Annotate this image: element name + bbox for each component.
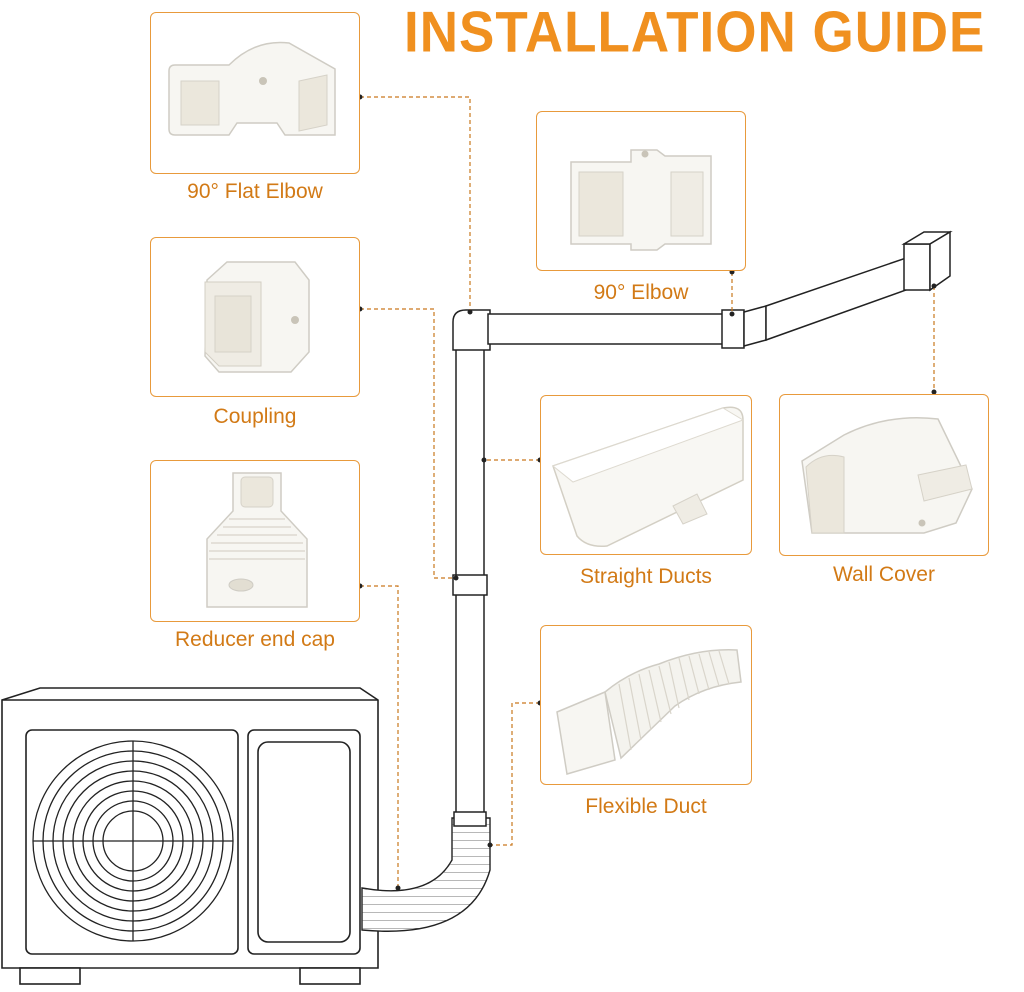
coupling-icon [204, 261, 310, 373]
coupling-label: Coupling [213, 405, 297, 428]
flexible-duct-label: Flexible Duct [585, 795, 707, 818]
elbow-label: 90° Elbow [593, 281, 689, 304]
coupling-card [150, 237, 360, 397]
flexible-duct-icon [556, 649, 742, 775]
reducer-icon [206, 472, 308, 608]
vertical-duct [452, 339, 488, 827]
page-title: INSTALLATION GUIDE [404, 0, 986, 65]
horizontal-duct [487, 230, 953, 349]
straight-duct-icon [551, 406, 745, 548]
wall-cover-label: Wall Cover [833, 563, 935, 586]
flat-elbow-card [150, 12, 360, 174]
straight-ducts-label: Straight Ducts [580, 565, 712, 588]
flat-elbow-label: 90° Flat Elbow [187, 180, 323, 203]
elbow-card [536, 111, 746, 271]
wall-cover-card [779, 394, 989, 556]
reducer-label: Reducer end cap [175, 628, 335, 651]
flexible-duct-card [540, 625, 752, 785]
flat-elbow-icon [168, 41, 336, 136]
top-flat-elbow [452, 309, 491, 351]
flexible-duct-run [361, 817, 491, 932]
wall-cover-icon [801, 416, 973, 534]
reducer-card [150, 460, 360, 622]
elbow-icon [570, 149, 712, 251]
outdoor-ac-unit [1, 687, 379, 985]
leader-lines [360, 96, 935, 888]
straight-ducts-card [540, 395, 752, 555]
